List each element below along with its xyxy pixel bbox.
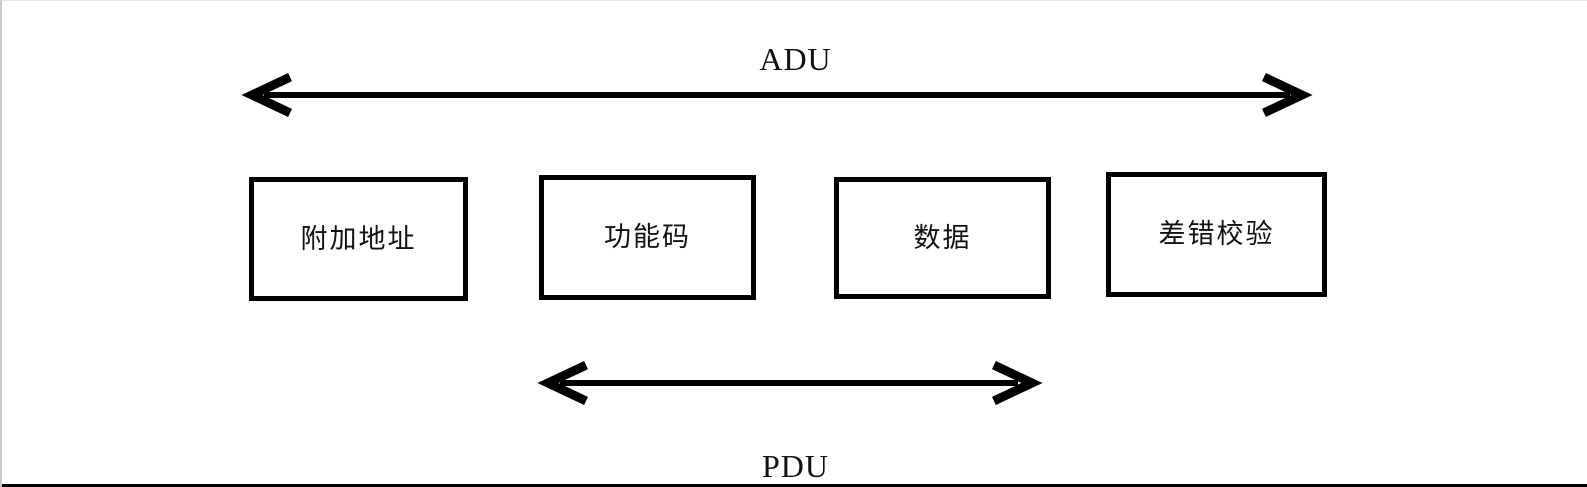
field-label-data: 数据 xyxy=(913,222,972,253)
field-label-error-check: 差错校验 xyxy=(1158,219,1275,249)
pdu-arrow xyxy=(537,361,1043,405)
field-label-additional-address: 附加地址 xyxy=(300,223,417,254)
field-box-function-code[interactable]: 功能码 xyxy=(539,175,756,300)
field-box-data[interactable]: 数据 xyxy=(834,177,1051,299)
bottom-divider xyxy=(2,484,1587,487)
field-box-error-check[interactable]: 差错校验 xyxy=(1106,172,1327,297)
adu-arrow xyxy=(241,73,1313,117)
field-label-function-code: 功能码 xyxy=(604,222,691,252)
adu-label: ADU xyxy=(759,41,832,77)
field-box-additional-address[interactable]: 附加地址 xyxy=(249,177,468,301)
pdu-label: PDU xyxy=(761,448,829,484)
